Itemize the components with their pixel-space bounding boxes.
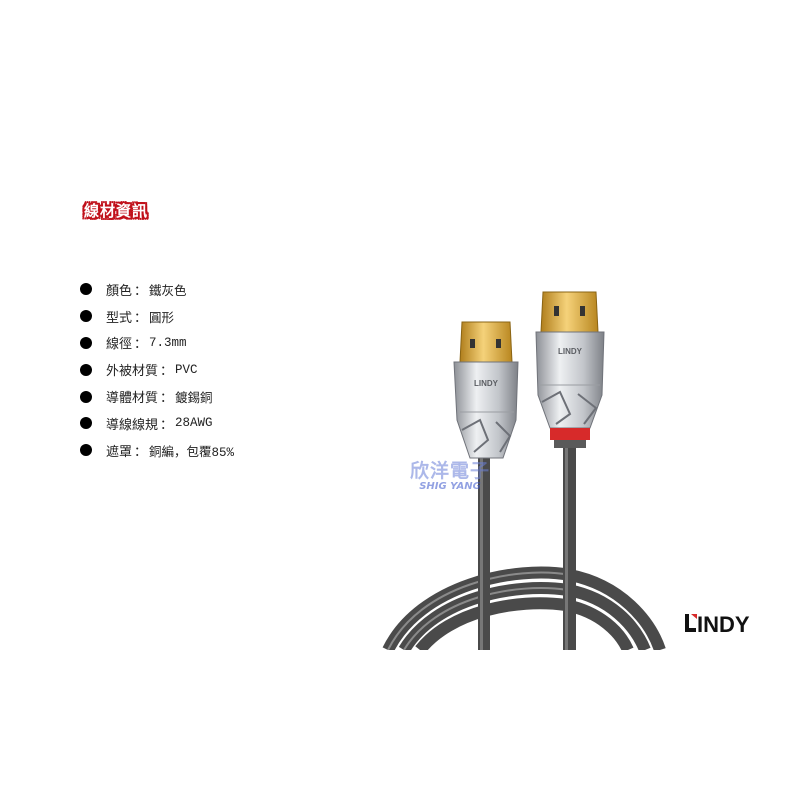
- spec-label: 導體材質: [106, 391, 159, 407]
- spec-label: 線徑: [106, 337, 133, 353]
- spec-separator: ：: [134, 310, 148, 326]
- spec-separator: ：: [160, 417, 174, 433]
- spec-value: 鍍錫銅: [175, 392, 213, 407]
- spec-label: 導線線規: [106, 417, 159, 433]
- spec-label: 型式: [106, 310, 133, 326]
- spec-item-shape: 型式：圓形: [80, 303, 234, 330]
- logo-red-accent: [691, 614, 697, 619]
- cable-loop: [382, 566, 666, 650]
- cable-left: [478, 455, 490, 650]
- spec-value: 圓形: [149, 311, 175, 326]
- connector-left: [453, 321, 519, 459]
- spec-list: 顏色：鐵灰色 型式：圓形 線徑：7.3mm 外被材質：PVC 導體材質：鍍錫銅 …: [80, 276, 234, 464]
- spec-separator: ：: [134, 337, 148, 353]
- connector-right: [535, 291, 605, 448]
- spec-separator: ：: [134, 283, 148, 299]
- spec-separator: ：: [160, 391, 174, 407]
- bullet-icon: [80, 363, 92, 376]
- spec-label: 遮罩: [106, 444, 133, 460]
- watermark-chinese: 欣洋電子: [410, 460, 491, 482]
- bullet-icon: [80, 310, 92, 323]
- spec-value: 28AWG: [175, 416, 213, 431]
- cable-right: [563, 445, 576, 650]
- spec-label: 外被材質: [106, 364, 159, 380]
- spec-item-shielding: 遮罩：銅編，包覆85%: [80, 437, 234, 464]
- spec-item-conductor: 導體材質：鍍錫銅: [80, 383, 234, 410]
- spec-item-jacket: 外被材質：PVC: [80, 356, 234, 383]
- spec-separator: ：: [160, 364, 174, 380]
- section-title: 線材資訊: [84, 202, 149, 220]
- bullet-icon: [80, 444, 92, 457]
- connector-logo-left: LINDY: [474, 379, 499, 388]
- spec-item-gauge: 導線線規：28AWG: [80, 410, 234, 437]
- spec-value: PVC: [175, 362, 198, 377]
- spec-value: 鐵灰色: [149, 284, 187, 299]
- bullet-icon: [80, 283, 92, 296]
- spec-value: 銅編，包覆85%: [149, 445, 235, 460]
- spec-separator: ：: [134, 444, 148, 460]
- watermark: 欣洋電子 SHIG YANG: [410, 456, 490, 492]
- product-image: LINDY LINDY: [382, 291, 666, 650]
- bullet-icon: [80, 417, 92, 430]
- lindy-logo: LINDY INDY: [685, 612, 750, 636]
- spec-item-color: 顏色：鐵灰色: [80, 276, 234, 303]
- brand-logo-visible: INDY: [697, 612, 750, 636]
- watermark-english: SHIG YANG: [419, 481, 481, 492]
- spec-label: 顏色: [106, 283, 133, 299]
- bullet-icon: [80, 336, 92, 349]
- bullet-icon: [80, 390, 92, 403]
- spec-value: 7.3mm: [149, 335, 187, 350]
- spec-item-diameter: 線徑：7.3mm: [80, 330, 234, 357]
- connector-logo-right: LINDY: [558, 347, 583, 356]
